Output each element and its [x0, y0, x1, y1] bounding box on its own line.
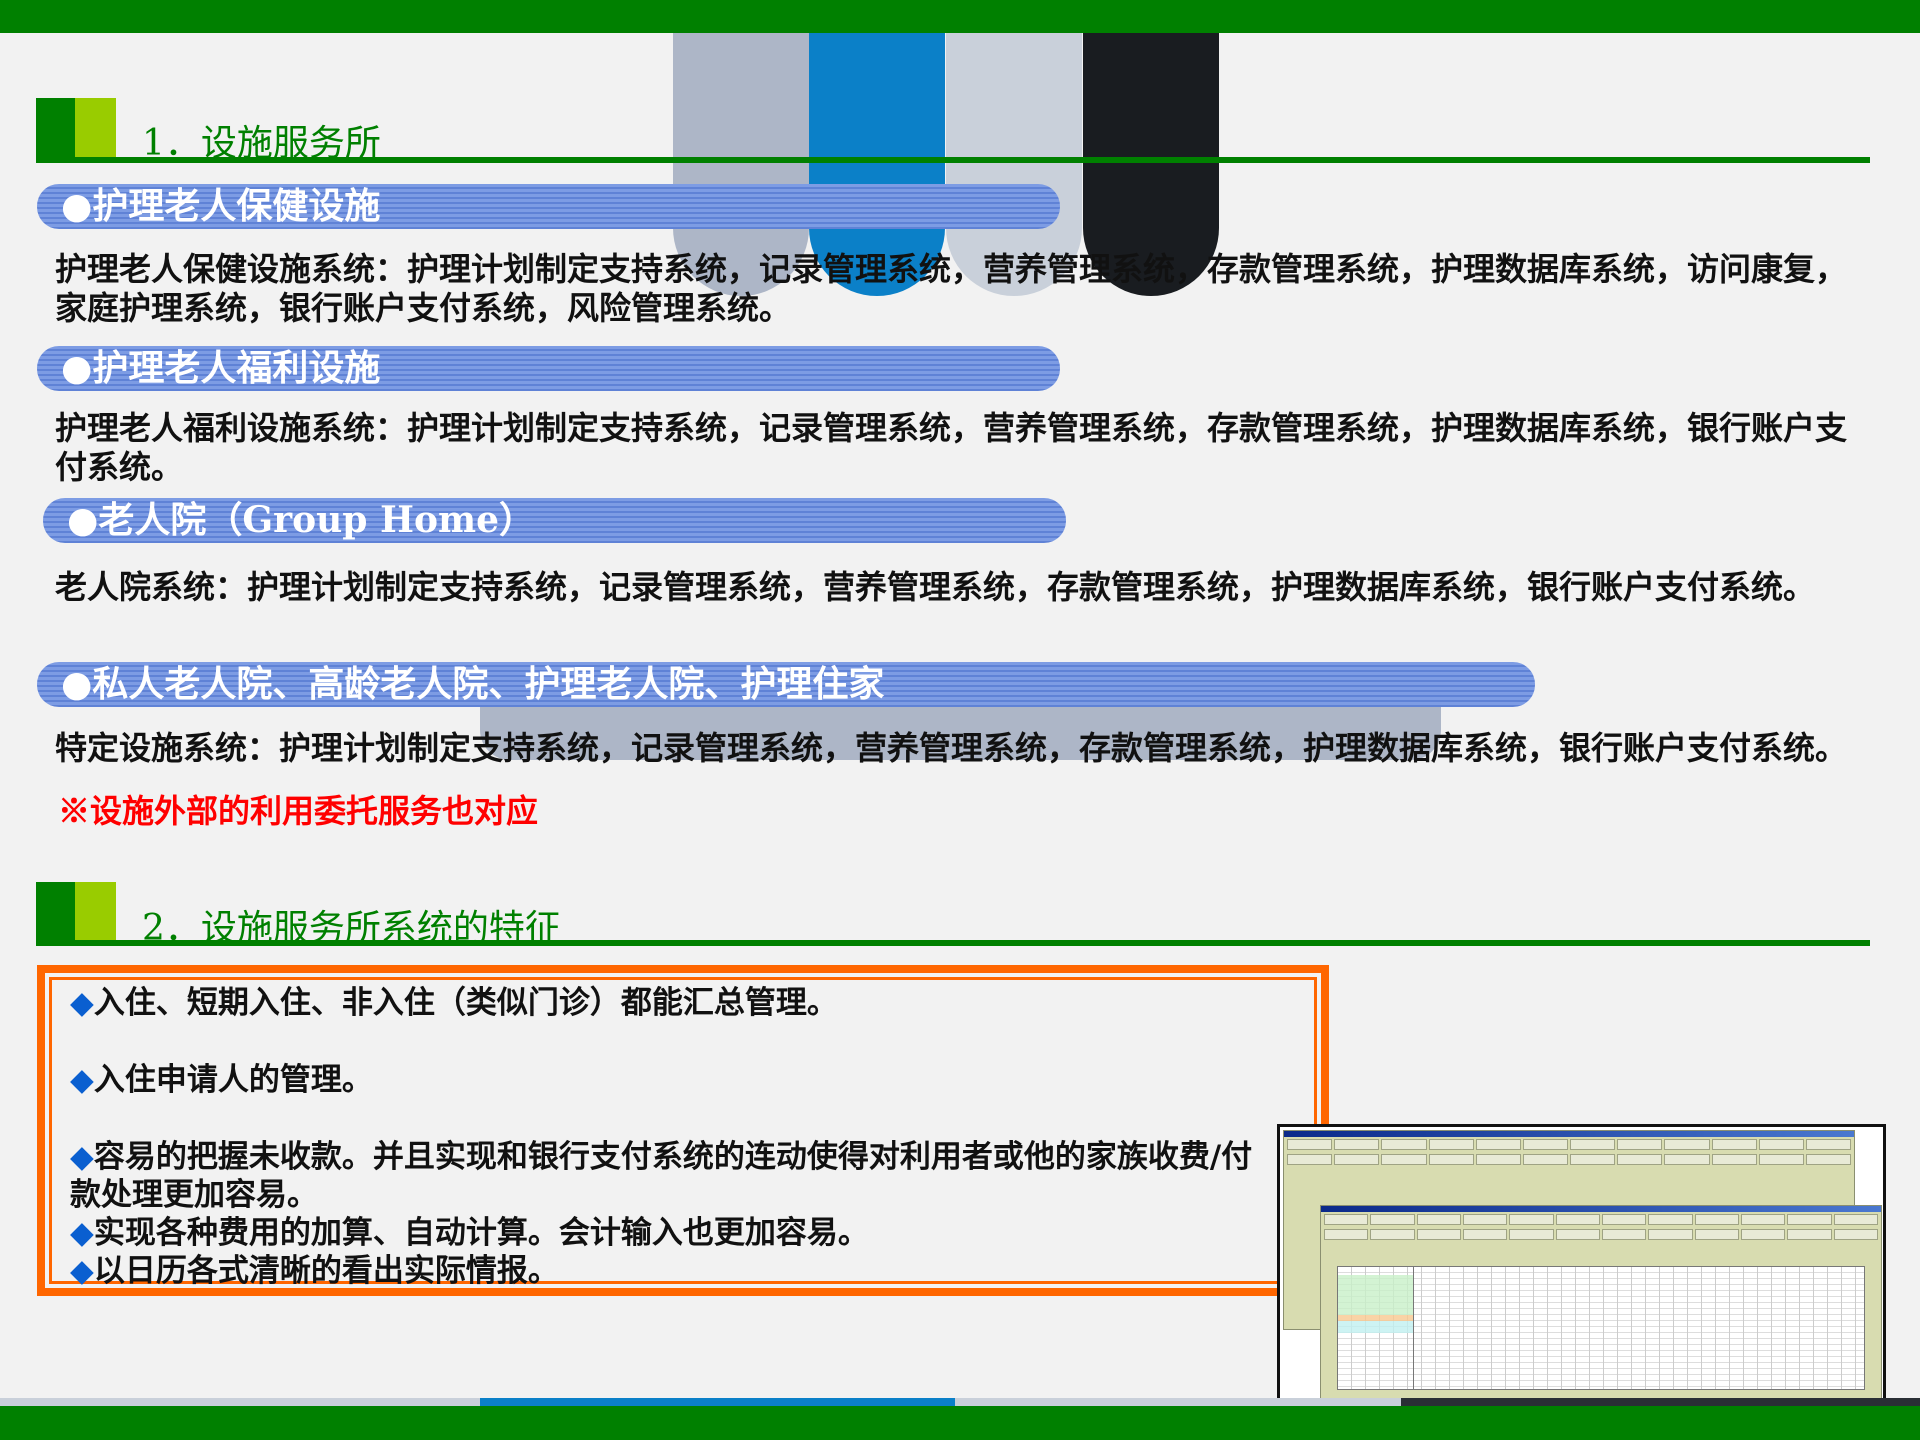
screenshot-button	[1787, 1229, 1832, 1240]
screenshot-button	[1324, 1214, 1369, 1225]
screenshot-button	[1287, 1154, 1333, 1165]
screenshot-button	[1324, 1229, 1369, 1240]
screenshot-button	[1381, 1139, 1427, 1150]
software-screenshot	[1277, 1124, 1886, 1404]
decorative-pill-light	[946, 33, 1082, 296]
screenshot-front-window	[1320, 1205, 1882, 1401]
screenshot-button	[1833, 1229, 1878, 1240]
screenshot-button	[1475, 1139, 1521, 1150]
feature-text: 实现各种费用的加算、自动计算。会计输入也更加容易。	[93, 1215, 869, 1251]
decorative-pill-black	[1083, 33, 1219, 296]
screenshot-button	[1601, 1214, 1647, 1225]
screenshot-button	[1601, 1229, 1647, 1240]
category-heading-welfare-facility: ●护理老人福利设施	[37, 346, 1060, 391]
grid-row-highlight	[1338, 1321, 1413, 1333]
feature-item: ◆以日历各式清晰的看出实际情报。	[70, 1252, 1280, 1290]
screenshot-button	[1370, 1229, 1415, 1240]
screenshot-button	[1475, 1154, 1521, 1165]
screenshot-button	[1648, 1214, 1693, 1225]
screenshot-button	[1787, 1214, 1832, 1225]
screenshot-button	[1694, 1229, 1739, 1240]
decorative-pill-gray	[673, 33, 809, 296]
section1-rule	[36, 157, 1870, 163]
section2-marker-dark	[36, 882, 76, 945]
diamond-bullet-icon: ◆	[70, 1253, 94, 1289]
bottom-strip-dark	[1401, 1398, 1920, 1406]
bottom-strip-gray	[0, 1398, 480, 1406]
feature-text: 入住申请人的管理。	[93, 1062, 373, 1098]
grid-row-highlight	[1338, 1315, 1413, 1321]
screenshot-button	[1570, 1154, 1616, 1165]
screenshot-button	[1758, 1139, 1804, 1150]
screenshot-button	[1758, 1154, 1804, 1165]
screenshot-button	[1664, 1154, 1710, 1165]
external-service-note: ※设施外部的利用委托服务也对应	[58, 792, 539, 830]
screenshot-button	[1805, 1154, 1852, 1165]
screenshot-button	[1664, 1139, 1710, 1150]
decorative-pill-blue	[809, 33, 945, 296]
feature-text: 以日历各式清晰的看出实际情报。	[93, 1253, 559, 1289]
feature-item: ◆实现各种费用的加算、自动计算。会计输入也更加容易。	[70, 1214, 1280, 1252]
screenshot-button	[1740, 1214, 1786, 1225]
feature-item: ◆容易的把握未收款。并且实现和银行支付系统的连动使得对利用者或他的家族收费/付款…	[70, 1138, 1280, 1214]
screenshot-button	[1833, 1214, 1878, 1225]
screenshot-button	[1711, 1139, 1757, 1150]
screenshot-button	[1509, 1229, 1554, 1240]
screenshot-button	[1522, 1139, 1569, 1150]
screenshot-button	[1416, 1229, 1461, 1240]
section2-marker-lime	[75, 882, 116, 942]
screenshot-button	[1570, 1139, 1616, 1150]
feature-item: ◆入住申请人的管理。	[70, 1061, 1280, 1099]
screenshot-button	[1711, 1154, 1757, 1165]
screenshot-button	[1287, 1139, 1333, 1150]
section1-marker-dark	[36, 98, 76, 160]
diamond-bullet-icon: ◆	[70, 985, 94, 1021]
category-text-private-homes: 特定设施系统：护理计划制定支持系统，记录管理系统，营养管理系统，存款管理系统，护…	[55, 729, 1848, 767]
bottom-bar	[0, 1406, 1920, 1440]
screenshot-button	[1694, 1214, 1739, 1225]
screenshot-button	[1509, 1214, 1554, 1225]
screenshot-button	[1617, 1139, 1663, 1150]
category-heading-private-homes: ●私人老人院、高龄老人院、护理老人院、护理住家	[37, 662, 1535, 707]
diamond-bullet-icon: ◆	[70, 1062, 94, 1098]
screenshot-button	[1462, 1229, 1508, 1240]
category-text-welfare-facility: 护理老人福利设施系统：护理计划制定支持系统，记录管理系统，营养管理系统，存款管理…	[55, 409, 1848, 486]
screenshot-button	[1555, 1229, 1600, 1240]
screenshot-button	[1334, 1139, 1380, 1150]
screenshot-button	[1522, 1154, 1569, 1165]
screenshot-button	[1381, 1154, 1427, 1165]
category-heading-group-home: ●老人院（Group Home）	[43, 498, 1066, 543]
section2-rule	[36, 940, 1870, 946]
feature-item: ◆入住、短期入住、非入住（类似门诊）都能汇总管理。	[70, 984, 1280, 1022]
category-text-health-facility: 护理老人保健设施系统：护理计划制定支持系统，记录管理系统，营养管理系统，存款管理…	[55, 250, 1848, 327]
grid-row-highlight	[1338, 1275, 1413, 1315]
decorative-shape	[480, 704, 1441, 760]
category-heading-health-facility: ●护理老人保健设施	[37, 184, 1060, 229]
screenshot-button	[1648, 1229, 1693, 1240]
screenshot-button	[1370, 1214, 1415, 1225]
feature-text: 容易的把握未收款。并且实现和银行支付系统的连动使得对利用者或他的家族收费/付款处…	[70, 1139, 1253, 1213]
screenshot-button	[1416, 1214, 1461, 1225]
screenshot-button	[1428, 1154, 1474, 1165]
bottom-strip-blue	[480, 1398, 955, 1406]
screenshot-button	[1462, 1214, 1508, 1225]
feature-text: 入住、短期入住、非入住（类似门诊）都能汇总管理。	[93, 985, 838, 1021]
section1-marker-lime	[75, 98, 116, 158]
screenshot-button	[1555, 1214, 1600, 1225]
screenshot-button	[1428, 1139, 1474, 1150]
screenshot-button	[1334, 1154, 1380, 1165]
category-text-group-home: 老人院系统：护理计划制定支持系统，记录管理系统，营养管理系统，存款管理系统，护理…	[55, 568, 1816, 606]
screenshot-button	[1740, 1229, 1786, 1240]
top-bar	[0, 0, 1920, 33]
diamond-bullet-icon: ◆	[70, 1139, 94, 1175]
screenshot-button	[1805, 1139, 1852, 1150]
bottom-strip-light	[955, 1398, 1401, 1406]
calendar-grid	[1337, 1266, 1865, 1390]
diamond-bullet-icon: ◆	[70, 1215, 94, 1251]
screenshot-button	[1617, 1154, 1663, 1165]
